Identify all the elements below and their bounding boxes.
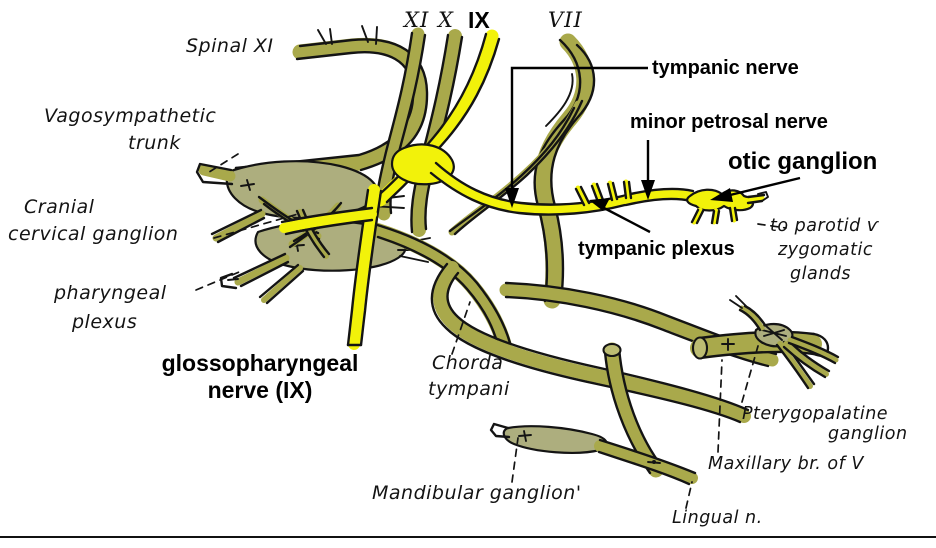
- label-maxillary-branch: Maxillary br. of V: [708, 454, 864, 474]
- label-glossopharyngeal-nerve-line1: glossopharyngeal: [161, 350, 359, 376]
- numeral-ix: IX: [468, 7, 490, 33]
- label-mandibular-ganglion: Mandibular ganglion': [372, 482, 582, 504]
- numeral-vii: VII: [548, 8, 583, 32]
- otic-ganglion-leader: [725, 176, 801, 198]
- tympanic-plexus-leader: [603, 206, 651, 234]
- label-minor-petrosal-nerve: minor petrosal nerve: [630, 111, 828, 133]
- label-tympanic-nerve: tympanic nerve: [652, 57, 799, 79]
- label-to-parotid-line1: to parotid ѵ: [770, 216, 879, 236]
- chorda-tympani-dash: [451, 301, 471, 355]
- label-cranial-cervical-ganglion-line2: cervical ganglion: [8, 223, 179, 245]
- label-pterygopalatine-ganglion-line2: ganglion: [828, 424, 908, 444]
- label-pharyngeal-plexus-line1: pharyngeal: [54, 282, 167, 304]
- numeral-xi: XI: [404, 8, 430, 32]
- label-pharyngeal-plexus-line2: plexus: [72, 311, 138, 333]
- label-pterygopalatine-ganglion-line1: Pterygopalatine: [742, 404, 889, 424]
- label-glossopharyngeal-nerve-line2: nerve (IX): [207, 377, 313, 403]
- label-chorda-tympani-line1: Chorda: [432, 352, 504, 374]
- label-lingual-nerve: Lingual n.: [672, 508, 763, 528]
- to-parotid-dash: [757, 223, 787, 229]
- bottom-rule: [0, 536, 936, 538]
- maxillary-branch-dash: [717, 359, 723, 453]
- label-to-parotid-line2: zygomatic: [778, 240, 873, 260]
- tympanic-plexus-arrowhead: [589, 198, 610, 211]
- label-cranial-cervical-ganglion-line1: Cranial: [24, 196, 95, 218]
- tympanic-plexus-teeth: [574, 179, 633, 207]
- cranial-cervical-dash: [213, 213, 299, 239]
- label-to-parotid-line3: glands: [790, 264, 852, 284]
- lingual-nerve-dash: [685, 481, 693, 509]
- glossopharyngeal-yellow-group: [279, 29, 769, 350]
- tympanic-nerve-leader: [510, 66, 648, 192]
- label-vagosympathetic-trunk-line1: Vagosympathetic: [44, 105, 217, 127]
- leader-lines-group: [195, 66, 801, 509]
- label-tympanic-plexus: tympanic plexus: [578, 238, 735, 260]
- mandibular-ganglion-dash: [511, 437, 519, 483]
- label-vagosympathetic-trunk-line2: trunk: [128, 132, 181, 154]
- otic-ganglion-arrowhead: [710, 188, 733, 202]
- label-chorda-tympani-line2: tympani: [428, 378, 510, 400]
- minor-petrosal-arrowhead: [641, 180, 655, 200]
- pterygopalatine-dash: [741, 345, 759, 403]
- pharyngeal-plexus-dash: [195, 269, 245, 291]
- vagosympathetic-dash: [205, 153, 239, 175]
- label-spinal-xi: Spinal XI: [186, 35, 274, 57]
- tympanic-nerve-arrowhead: [505, 188, 519, 208]
- numeral-x: X: [438, 8, 454, 32]
- label-otic-ganglion: otic ganglion: [728, 148, 878, 175]
